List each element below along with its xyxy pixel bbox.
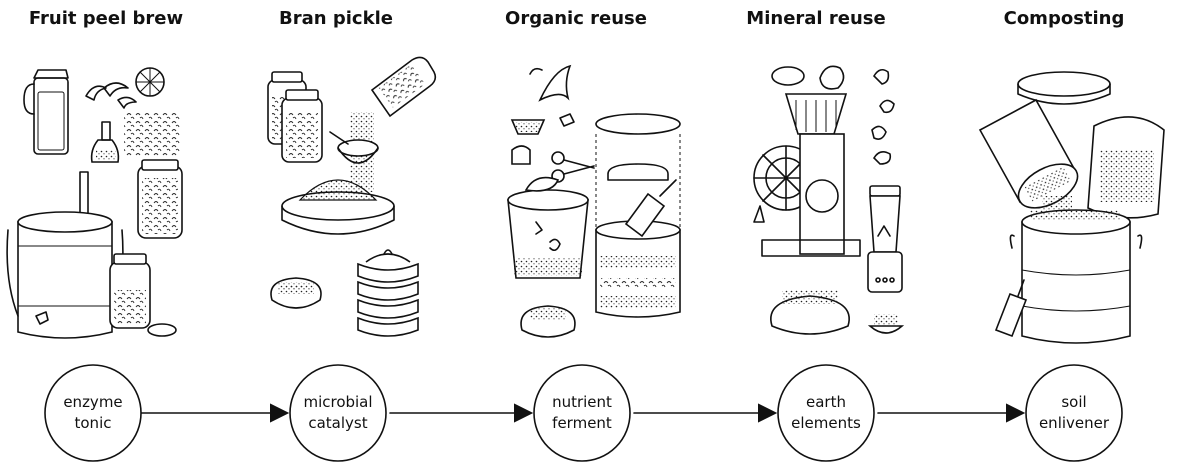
node-label-1: enzyme tonic	[38, 392, 148, 434]
stage-2-illustration	[268, 57, 435, 336]
powder-bowl-icon	[870, 314, 902, 333]
blender-icon	[868, 186, 902, 292]
stage-5-illustration	[980, 72, 1164, 343]
sugar-shaker-icon	[92, 122, 119, 162]
soil-bag-icon	[1088, 117, 1164, 218]
pitcher-icon	[24, 70, 68, 154]
bran-sack-icon	[271, 278, 321, 308]
food-scrap-icon	[512, 114, 574, 164]
pouring-bottle-icon	[372, 57, 435, 116]
compost-barrel-icon	[1010, 210, 1141, 343]
bran-jar-icon	[268, 72, 322, 162]
citrus-peel-icon	[86, 68, 164, 108]
node-3-line-2: ferment	[527, 413, 637, 434]
node-5-line-1: soil	[1019, 392, 1129, 413]
bin-lid-icon	[1018, 72, 1110, 104]
node-5-line-2: enlivener	[1019, 413, 1129, 434]
node-4-line-1: earth	[771, 392, 881, 413]
peel-jar-icon	[138, 160, 182, 238]
bran-sack-icon	[521, 306, 575, 337]
node-3-line-1: nutrient	[527, 392, 637, 413]
node-label-3: nutrient ferment	[527, 392, 637, 434]
stacked-bags-icon	[358, 250, 418, 336]
node-label-5: soil enlivener	[1019, 392, 1129, 434]
node-2-line-1: microbial	[283, 392, 393, 413]
banana-peel-icon	[530, 66, 570, 100]
powder-sack-icon	[771, 290, 849, 334]
stage-4-illustration	[754, 66, 902, 334]
node-4-line-2: elements	[771, 413, 881, 434]
node-1-line-2: tonic	[38, 413, 148, 434]
bran-tray-icon	[282, 180, 394, 234]
stone-grinder-icon	[754, 94, 860, 256]
bokashi-bucket-icon	[508, 178, 588, 278]
node-2-line-2: catalyst	[283, 413, 393, 434]
node-label-2: microbial catalyst	[283, 392, 393, 434]
stage-1-illustration	[7, 68, 182, 338]
fermentation-bucket-icon	[7, 172, 123, 338]
stage-3-illustration	[508, 66, 680, 337]
node-label-4: earth elements	[771, 392, 881, 434]
node-1-line-1: enzyme	[38, 392, 148, 413]
peel-jar-icon	[110, 254, 176, 336]
scissors-icon	[552, 152, 594, 182]
